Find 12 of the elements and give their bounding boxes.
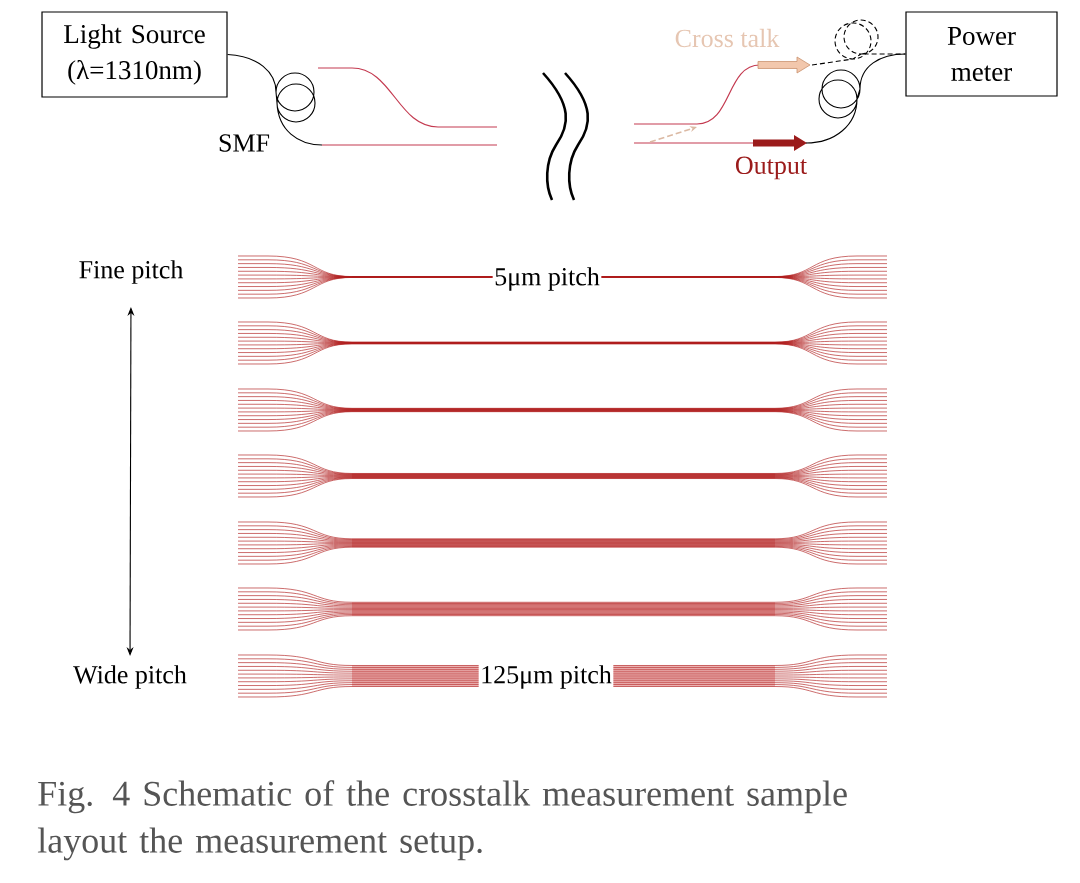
signal-label: Output <box>735 156 807 180</box>
scale-label: Wide pitch <box>73 665 187 689</box>
caption: Fig. 4 Schematic of the crosstalk measurement sample layout the measurement setup. <box>37 780 847 861</box>
pitch-label: 5μm pitch <box>492 265 602 293</box>
fiber-label: SMF <box>219 134 270 152</box>
device-box: Power meter <box>905 11 1058 97</box>
pitch-label: 125μm pitch <box>478 663 614 691</box>
fiber <box>227 53 323 146</box>
scale-label: Fine pitch <box>79 260 184 284</box>
device-box: Light Source (λ=1310nm) <box>41 11 228 98</box>
signal-label: Cross talk <box>675 28 780 48</box>
fiber <box>811 19 906 66</box>
